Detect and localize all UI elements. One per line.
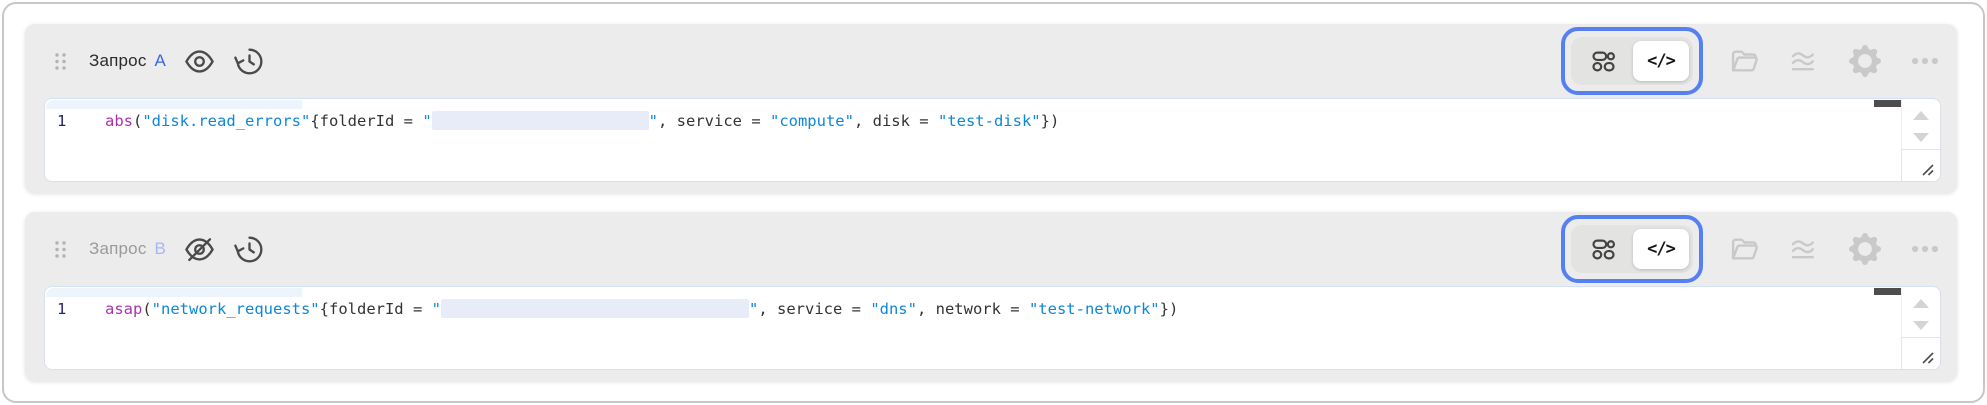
query-panel-a: Запрос A — [25, 24, 1957, 193]
code-line[interactable]: 1 abs("disk.read_errors"{folderId = "", … — [45, 111, 1874, 131]
resize-grip-icon — [1922, 352, 1934, 364]
folder-icon — [1731, 238, 1758, 260]
line-number: 1 — [57, 112, 67, 130]
chart-lines-button[interactable] — [1787, 43, 1823, 79]
history-icon — [234, 48, 263, 74]
panel-toolbar: </> — [1561, 215, 1943, 283]
scroll-up-button[interactable] — [1913, 111, 1929, 120]
view-mode-segmented-control: </> — [1571, 37, 1693, 85]
code-view-button[interactable]: </> — [1633, 229, 1689, 269]
code-text: abs("disk.read_errors"{folderId = "", se… — [105, 111, 1060, 130]
folder-button[interactable] — [1727, 43, 1763, 79]
history-button[interactable] — [232, 231, 268, 267]
gear-icon — [1849, 45, 1881, 77]
query-panel-a-header: Запрос A — [25, 24, 1957, 98]
scroll-down-button[interactable] — [1913, 321, 1929, 330]
resize-grip-icon — [1922, 164, 1934, 176]
query-code-editor[interactable]: 1 abs("disk.read_errors"{folderId = "", … — [44, 98, 1941, 182]
history-button[interactable] — [232, 43, 268, 79]
panel-toolbar: </> — [1561, 27, 1943, 95]
code-view-icon: </> — [1647, 51, 1676, 71]
gear-icon — [1849, 233, 1881, 265]
drag-handle[interactable] — [53, 239, 68, 260]
visibility-toggle-button[interactable] — [182, 231, 218, 267]
query-title: Запрос — [89, 51, 147, 70]
waves-icon — [1791, 240, 1814, 259]
line-number: 1 — [57, 300, 67, 318]
drag-dots-icon — [55, 52, 66, 70]
scrollbar-thumb[interactable] — [1874, 288, 1901, 295]
form-view-icon — [1591, 239, 1615, 259]
eye-icon — [185, 49, 215, 73]
scrollbar-track[interactable] — [1901, 287, 1940, 338]
code-line[interactable]: 1 asap("network_requests"{folderId = "",… — [45, 299, 1874, 319]
redacted-value — [440, 299, 749, 318]
eye-off-icon — [185, 237, 215, 261]
folder-button[interactable] — [1727, 231, 1763, 267]
view-mode-segmented-control: </> — [1571, 225, 1693, 273]
more-button[interactable] — [1907, 43, 1943, 79]
settings-button[interactable] — [1847, 231, 1883, 267]
code-view-icon: </> — [1647, 239, 1676, 259]
scrollbar-track[interactable] — [1901, 99, 1940, 150]
resize-handle[interactable] — [1901, 337, 1940, 369]
more-button[interactable] — [1907, 231, 1943, 267]
ellipsis-icon — [1911, 57, 1939, 65]
form-view-button[interactable] — [1575, 41, 1631, 81]
redacted-value — [431, 111, 649, 130]
editor-top-tint — [46, 288, 302, 297]
folder-icon — [1731, 50, 1758, 72]
query-letter-badge: B — [154, 239, 166, 258]
form-view-icon — [1591, 51, 1615, 71]
scrollbar-thumb[interactable] — [1874, 100, 1901, 107]
query-panel-b-header: Запрос B — [25, 212, 1957, 286]
query-panel-b: Запрос B — [25, 212, 1957, 381]
scroll-up-button[interactable] — [1913, 299, 1929, 308]
settings-button[interactable] — [1847, 43, 1883, 79]
code-view-button[interactable]: </> — [1633, 41, 1689, 81]
scroll-down-button[interactable] — [1913, 133, 1929, 142]
drag-handle[interactable] — [53, 51, 68, 72]
waves-icon — [1791, 52, 1814, 71]
resize-handle[interactable] — [1901, 149, 1940, 181]
query-letter-badge: A — [154, 51, 166, 70]
view-toggle-highlight-ring: </> — [1561, 215, 1703, 283]
visibility-toggle-button[interactable] — [182, 43, 218, 79]
form-view-button[interactable] — [1575, 229, 1631, 269]
history-icon — [234, 236, 263, 262]
editor-top-tint — [46, 100, 302, 109]
chart-lines-button[interactable] — [1787, 231, 1823, 267]
query-code-editor[interactable]: 1 asap("network_requests"{folderId = "",… — [44, 286, 1941, 370]
view-toggle-highlight-ring: </> — [1561, 27, 1703, 95]
ellipsis-icon — [1911, 245, 1939, 253]
query-title: Запрос — [89, 239, 147, 258]
code-text: asap("network_requests"{folderId = "", s… — [105, 299, 1179, 318]
drag-dots-icon — [55, 240, 66, 258]
